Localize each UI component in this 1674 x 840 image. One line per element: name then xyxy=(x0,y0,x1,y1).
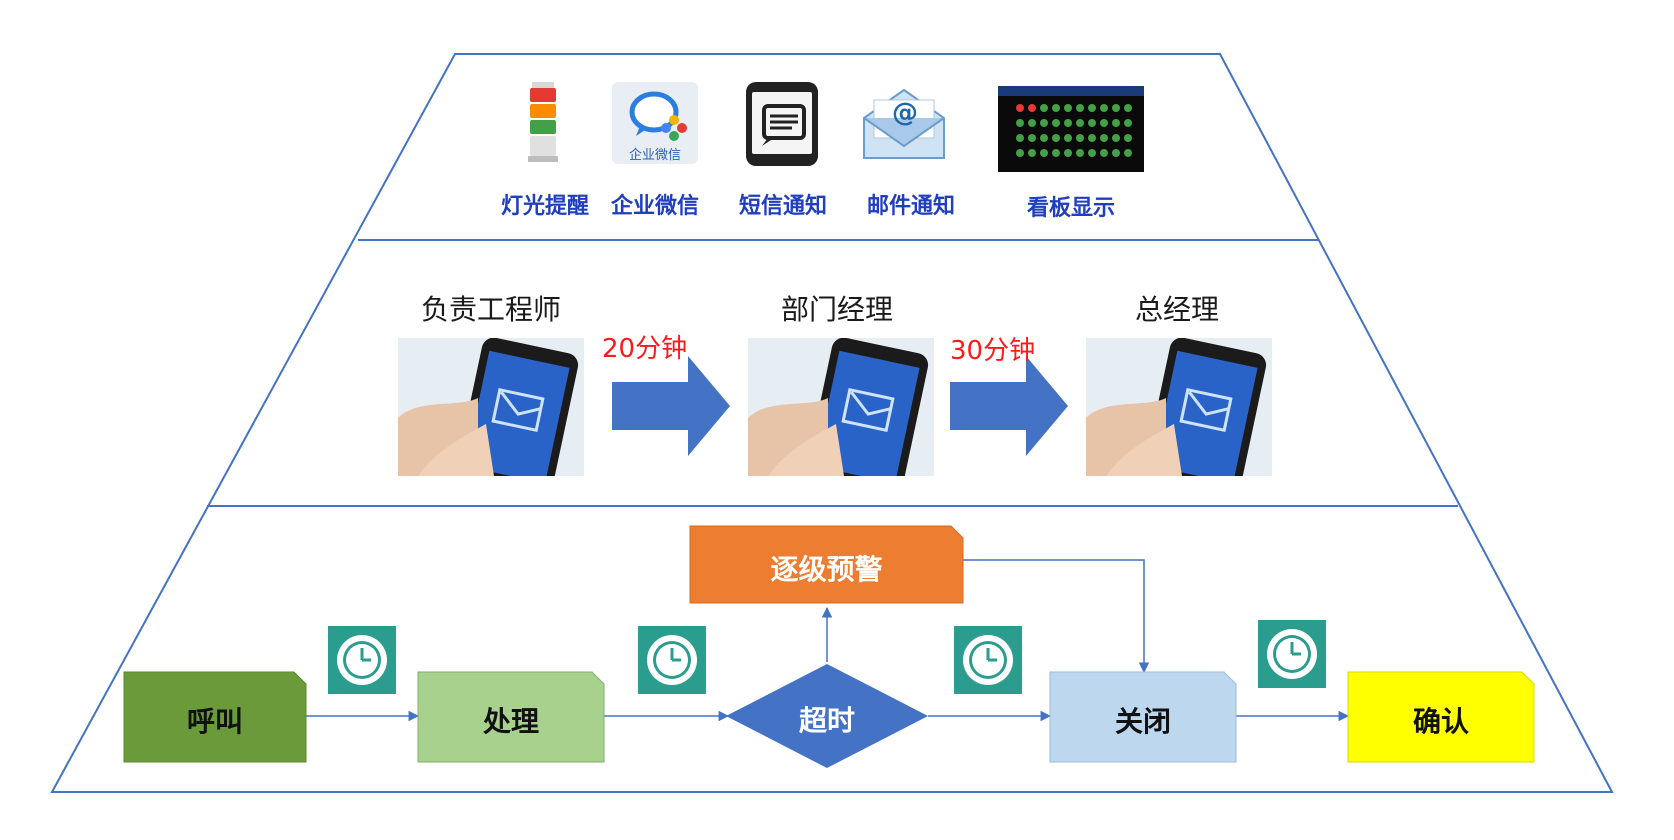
sms-phone-icon xyxy=(746,82,818,166)
step-handle: 处理 xyxy=(482,705,539,738)
clock-icon xyxy=(638,626,706,694)
wecom-icon: 企业微信 xyxy=(612,82,698,164)
pyramid-outline xyxy=(50,53,1614,793)
clock-icon xyxy=(328,626,396,694)
close-box xyxy=(1049,671,1237,763)
wecom-label: 企业微信 xyxy=(610,194,699,219)
step-timeout: 超时 xyxy=(798,704,855,737)
timeout-diamond xyxy=(726,664,928,768)
phone-message-icon xyxy=(1086,338,1272,476)
step-close: 关闭 xyxy=(1114,705,1171,738)
call-box xyxy=(123,671,307,763)
email-envelope-icon: @ xyxy=(860,86,948,162)
signal-tower-light-icon xyxy=(528,82,558,162)
wecom-icon-text: 企业微信 xyxy=(628,148,681,163)
interval-arrow-2 xyxy=(950,356,1068,456)
handle-box xyxy=(417,671,605,763)
interval-arrow-1 xyxy=(612,356,730,456)
phone-message-icon xyxy=(398,338,584,476)
email-label: 邮件通知 xyxy=(866,194,955,219)
clock-icon xyxy=(1258,620,1326,688)
confirm-box xyxy=(1347,671,1535,763)
role-general-manager: 总经理 xyxy=(1134,293,1219,326)
dashboard-board-icon xyxy=(998,86,1144,172)
sms-label: 短信通知 xyxy=(738,194,827,219)
connector-escalation-close xyxy=(963,559,1150,674)
escalation-label: 逐级预警 xyxy=(770,553,883,586)
dashboard-label: 看板显示 xyxy=(1026,196,1115,221)
role-engineer: 负责工程师 xyxy=(420,293,561,326)
light-alert-label: 灯光提醒 xyxy=(500,194,589,219)
interval-30: 30分钟 xyxy=(950,336,1036,366)
step-call: 呼叫 xyxy=(186,705,243,738)
interval-20: 20分钟 xyxy=(602,334,688,364)
clock-icon xyxy=(954,626,1022,694)
step-confirm: 确认 xyxy=(1412,705,1469,738)
phone-message-icon xyxy=(748,338,934,476)
role-dept-manager: 部门经理 xyxy=(780,293,893,326)
email-at-symbol: @ xyxy=(892,98,918,128)
escalation-box xyxy=(689,525,964,604)
